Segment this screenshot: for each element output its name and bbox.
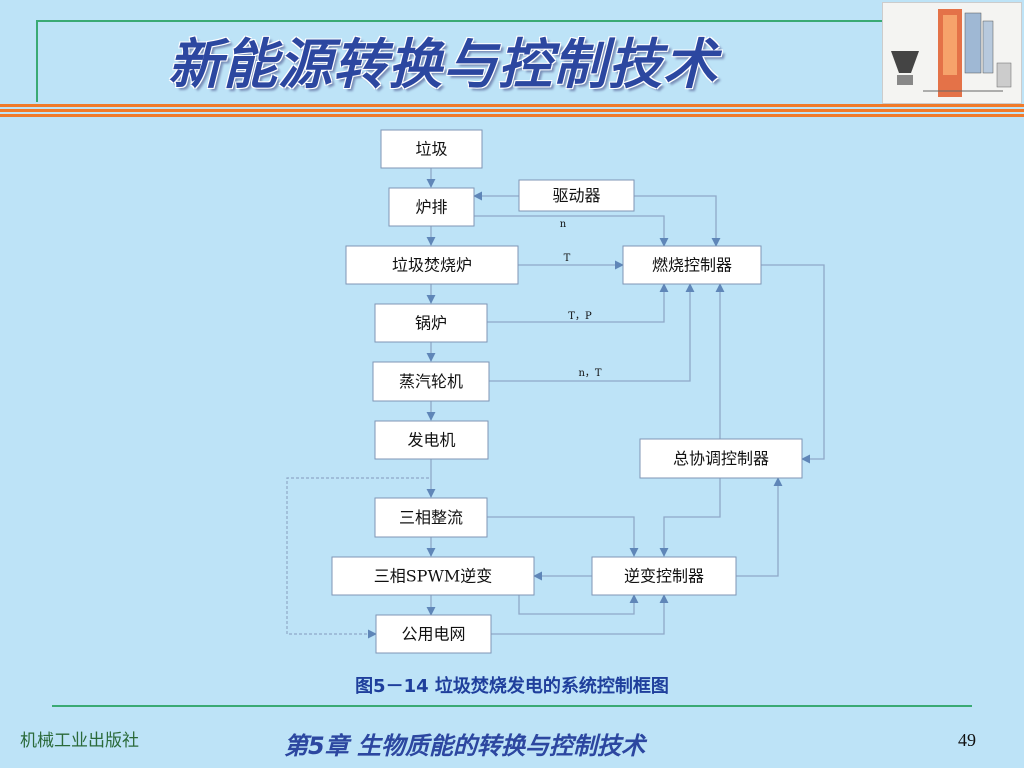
box-steam-turbine: 蒸汽轮机 — [372, 361, 490, 402]
footer-rule — [52, 705, 972, 707]
chapter-title: 第5章 生物质能的转换与控制技术 — [284, 732, 646, 760]
box-grate-label: 炉排 — [415, 198, 447, 217]
arrow-turbine-nt — [489, 283, 695, 382]
box-spwm-inverter: 三相SPWM逆变 — [331, 556, 535, 596]
arrow-rectifier-to-inverterctrl — [487, 516, 639, 557]
box-incinerator-label: 垃圾焚烧炉 — [392, 256, 472, 275]
frame-left-line — [36, 20, 38, 102]
signal-label-n: n — [560, 219, 567, 230]
signal-label-tp: T，P — [568, 311, 592, 322]
signal-label-nt: n，T — [578, 368, 601, 379]
box-driver: 驱动器 — [518, 179, 635, 212]
arrow-combustion-to-master — [761, 264, 825, 464]
box-generator-label: 发电机 — [407, 431, 455, 450]
box-incinerator: 垃圾焚烧炉 — [345, 245, 519, 285]
box-boiler-label: 锅炉 — [415, 314, 447, 333]
publisher-name: 机械工业出版社 — [20, 731, 139, 751]
arrow-inverter-feedback — [518, 594, 639, 615]
box-public-grid: 公用电网 — [375, 614, 492, 654]
slide-title: 新能源转换与控制技术 — [168, 33, 718, 96]
box-grid-label: 公用电网 — [401, 625, 465, 644]
box-master-controller-label: 总协调控制器 — [673, 449, 769, 468]
box-inverter-label: 三相SPWM逆变 — [374, 567, 493, 586]
box-combustion-controller-label: 燃烧控制器 — [652, 256, 732, 275]
box-inverter-controller-label: 逆变控制器 — [624, 567, 704, 586]
signal-label-t: T — [564, 253, 571, 264]
box-driver-label: 驱动器 — [552, 186, 600, 205]
line-ctrl-to-driver — [634, 195, 717, 246]
page-number: 49 — [958, 730, 976, 750]
box-steam-turbine-label: 蒸汽轮机 — [399, 372, 463, 391]
boiler-thumbnail-image — [882, 2, 1022, 104]
box-rectifier-label: 三相整流 — [399, 508, 463, 527]
box-garbage: 垃圾 — [380, 129, 483, 169]
box-three-phase-rectifier: 三相整流 — [374, 497, 488, 538]
box-boiler: 锅炉 — [374, 303, 488, 343]
figure-caption-text: 垃圾焚烧发电的系统控制框图 — [434, 676, 669, 697]
box-garbage-label: 垃圾 — [415, 140, 447, 159]
box-combustion-controller: 燃烧控制器 — [622, 245, 762, 285]
dashed-bypass-line — [286, 477, 429, 635]
box-inverter-controller: 逆变控制器 — [591, 556, 737, 596]
frame-top-line — [36, 20, 906, 22]
arrow-master-to-inverterctrl — [659, 478, 721, 557]
box-generator: 发电机 — [374, 420, 489, 460]
box-grate: 炉排 — [388, 187, 475, 227]
header-stripes — [0, 104, 1024, 118]
figure-caption-number: 图5－14 — [355, 676, 429, 697]
figure-caption: 图5－14 垃圾焚烧发电的系统控制框图 — [0, 672, 1024, 698]
arrow-inverterctrl-to-master — [736, 477, 783, 577]
boiler-schematic-icon — [891, 9, 1012, 97]
arrow-grate-speed-n — [474, 215, 669, 247]
arrow-grid-feedback — [491, 594, 669, 635]
arrow-boiler-tp — [487, 283, 669, 323]
box-master-controller: 总协调控制器 — [639, 438, 803, 479]
